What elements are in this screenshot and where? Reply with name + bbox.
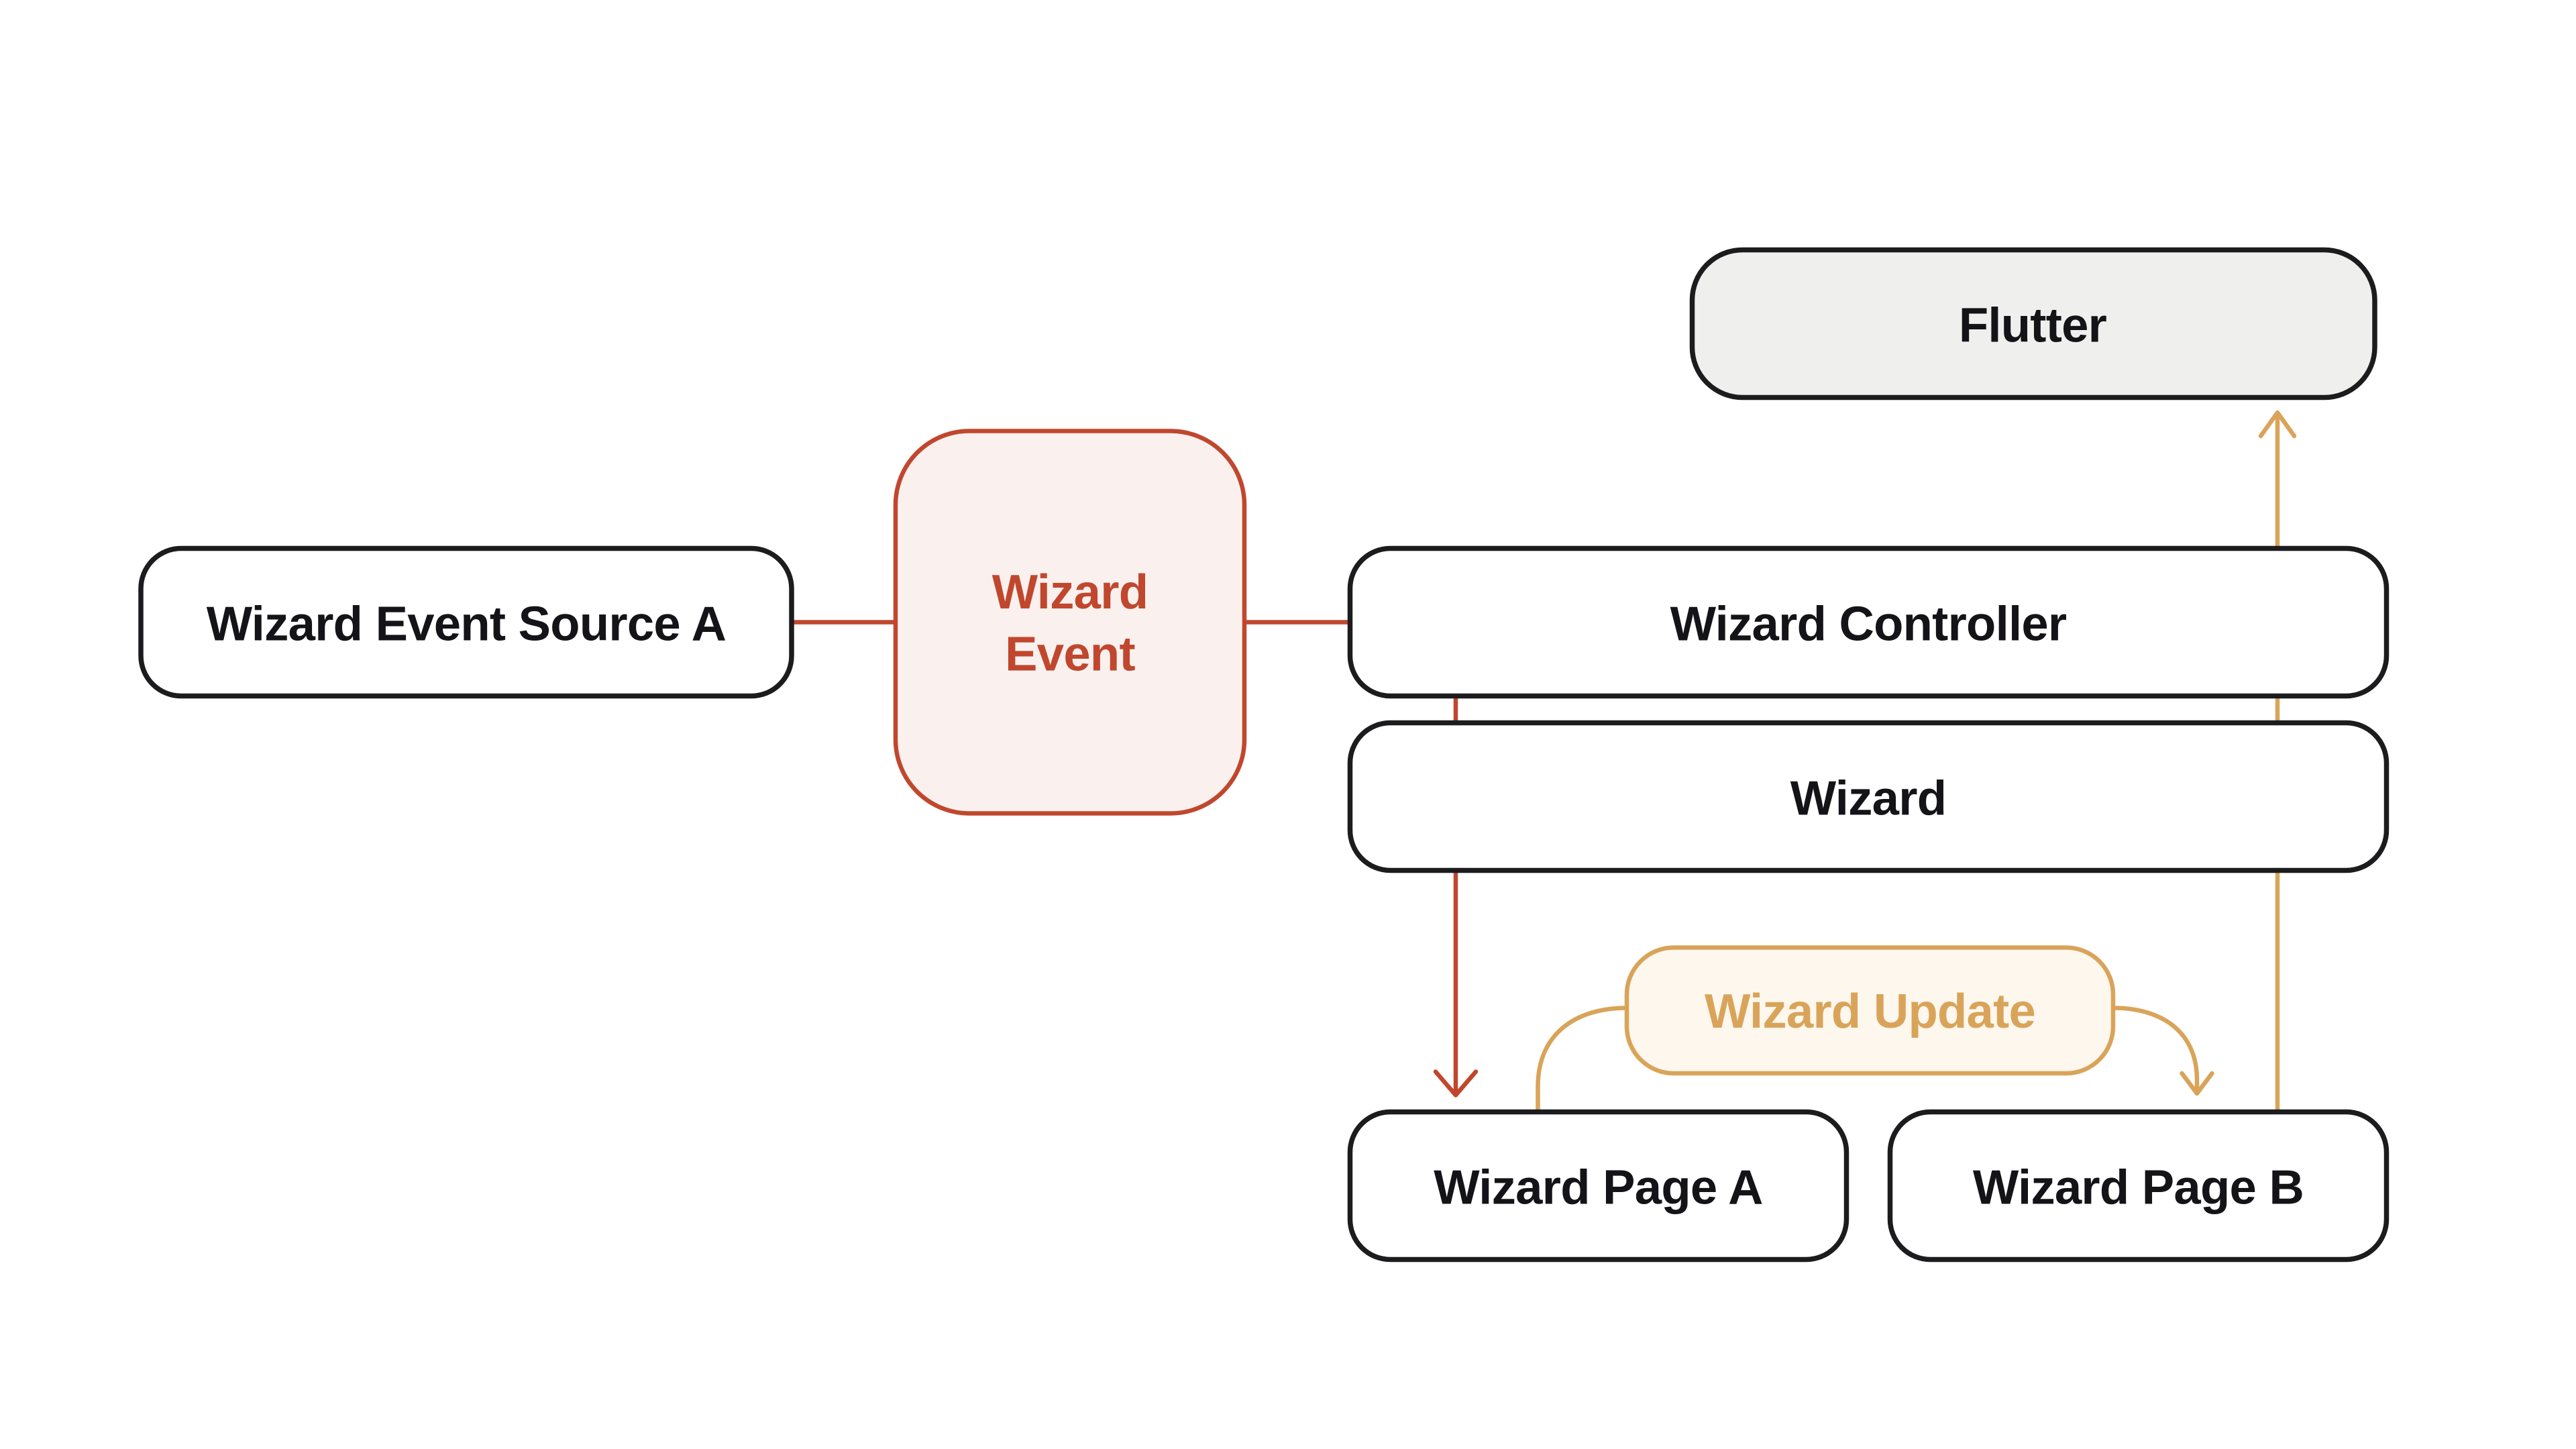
node-wizard-controller: Wizard Controller — [1347, 545, 2390, 699]
node-wizard-update: Wizard Update — [1624, 945, 2116, 1076]
node-wizard-page-b-label: Wizard Page B — [1973, 1161, 2304, 1215]
node-wizard-page-b-shape — [1887, 1109, 2390, 1263]
node-wizard-event-source-a-shape — [138, 545, 794, 699]
node-flutter-label: Flutter — [1959, 299, 2107, 353]
node-wizard-controller-label: Wizard Controller — [1670, 597, 2067, 651]
edge-page-b-to-flutter-arrowhead — [2258, 410, 2297, 439]
node-wizard-event-source-a-label: Wizard Event Source A — [207, 597, 727, 651]
node-wizard-label: Wizard — [1790, 771, 1947, 826]
edge-page-a-to-update — [1536, 1006, 1629, 1114]
edge-update-to-page-b — [2110, 1006, 2200, 1093]
node-wizard-update-label: Wizard Update — [1705, 984, 2035, 1038]
node-wizard: Wizard — [1347, 720, 2390, 873]
node-wizard-event-shape — [893, 429, 1247, 816]
node-wizard-page-b: Wizard Page B — [1887, 1109, 2390, 1263]
node-wizard-event-label-line1: Wizard — [992, 565, 1148, 619]
node-wizard-event-source-a: Wizard Event Source A — [138, 545, 794, 699]
edge-controller-to-page-a-arrowhead — [1433, 1069, 1479, 1097]
node-wizard-page-a-label: Wizard Page A — [1434, 1161, 1763, 1215]
node-flutter-shape — [1689, 247, 2377, 400]
node-wizard-page-a-shape — [1347, 1109, 1849, 1263]
node-flutter: Flutter — [1689, 247, 2377, 400]
node-wizard-shape — [1347, 720, 2390, 873]
node-layer: Flutter Wizard Event Source A Wizard Eve… — [138, 247, 2390, 1263]
node-wizard-event: Wizard Event — [893, 429, 1247, 816]
node-wizard-update-shape — [1624, 945, 2116, 1076]
node-wizard-event-label-line2: Event — [1005, 627, 1135, 682]
node-wizard-page-a: Wizard Page A — [1347, 1109, 1849, 1263]
edge-update-to-page-b-arrowhead — [2180, 1071, 2214, 1096]
node-wizard-controller-shape — [1347, 545, 2390, 699]
